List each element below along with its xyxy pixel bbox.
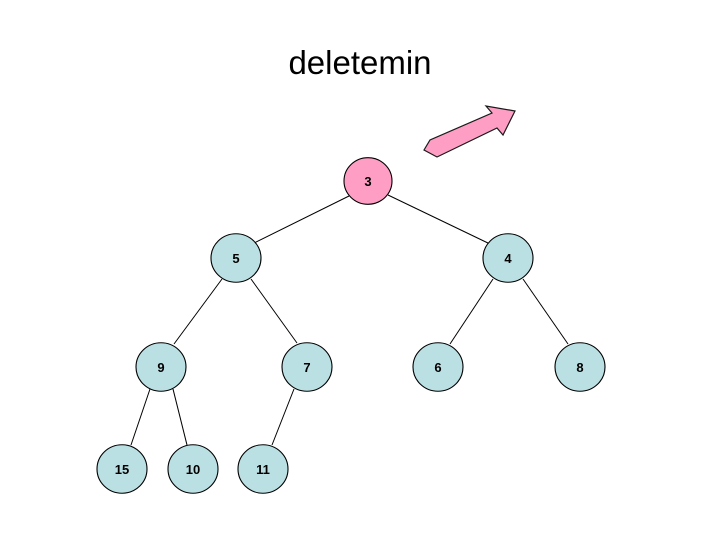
tree-node-label-15: 15 <box>115 462 129 477</box>
pink-arrow-group <box>423 105 516 158</box>
tree-edge-n5-n7 <box>250 278 298 344</box>
tree-node-circle-6 <box>412 342 464 392</box>
tree-node-label-5: 5 <box>232 251 239 266</box>
tree-node-circle-15 <box>96 444 148 494</box>
page-title: deletemin <box>288 44 432 81</box>
tree-node-9[interactable]: 9 <box>135 342 187 392</box>
tree-node-label-8: 8 <box>576 360 583 375</box>
tree-node-label-4: 4 <box>504 251 512 266</box>
tree-edges-group <box>130 194 569 446</box>
tree-node-label-9: 9 <box>157 360 164 375</box>
tree-node-label-3: 3 <box>364 174 371 189</box>
tree-node-circle-9 <box>135 342 187 392</box>
tree-edge-n4-n6 <box>449 278 494 345</box>
tree-node-label-7: 7 <box>303 360 310 375</box>
tree-nodes-group: 3 5 4 9 7 6 8 15 10 11 <box>96 157 606 494</box>
tree-node-7[interactable]: 7 <box>281 342 333 392</box>
tree-node-circle-5 <box>210 233 262 283</box>
tree-node-circle-3 <box>343 157 393 205</box>
pink-arrow-icon <box>423 105 516 158</box>
tree-edge-n7-n11 <box>271 388 295 446</box>
tree-node-circle-8 <box>554 342 606 392</box>
tree-node-8[interactable]: 8 <box>554 342 606 392</box>
tree-node-6[interactable]: 6 <box>412 342 464 392</box>
tree-node-circle-10 <box>167 444 219 494</box>
tree-node-circle-11 <box>237 444 289 494</box>
tree-node-label-6: 6 <box>434 360 441 375</box>
tree-edge-n9-n15 <box>130 388 151 446</box>
tree-node-3[interactable]: 3 <box>343 157 393 205</box>
tree-node-label-10: 10 <box>186 462 200 477</box>
tree-node-15[interactable]: 15 <box>96 444 148 494</box>
tree-edge-n3-n5 <box>253 195 350 244</box>
tree-node-5[interactable]: 5 <box>210 233 262 283</box>
tree-edge-n4-n8 <box>522 278 569 345</box>
tree-node-10[interactable]: 10 <box>167 444 219 494</box>
tree-node-circle-4 <box>482 233 534 283</box>
tree-node-label-11: 11 <box>256 462 270 477</box>
tree-node-circle-7 <box>281 342 333 392</box>
tree-node-11[interactable]: 11 <box>237 444 289 494</box>
tree-edge-n5-n9 <box>173 278 223 345</box>
tree-node-4[interactable]: 4 <box>482 233 534 283</box>
tree-edge-n9-n10 <box>172 388 188 446</box>
tree-edge-n3-n4 <box>387 194 491 245</box>
